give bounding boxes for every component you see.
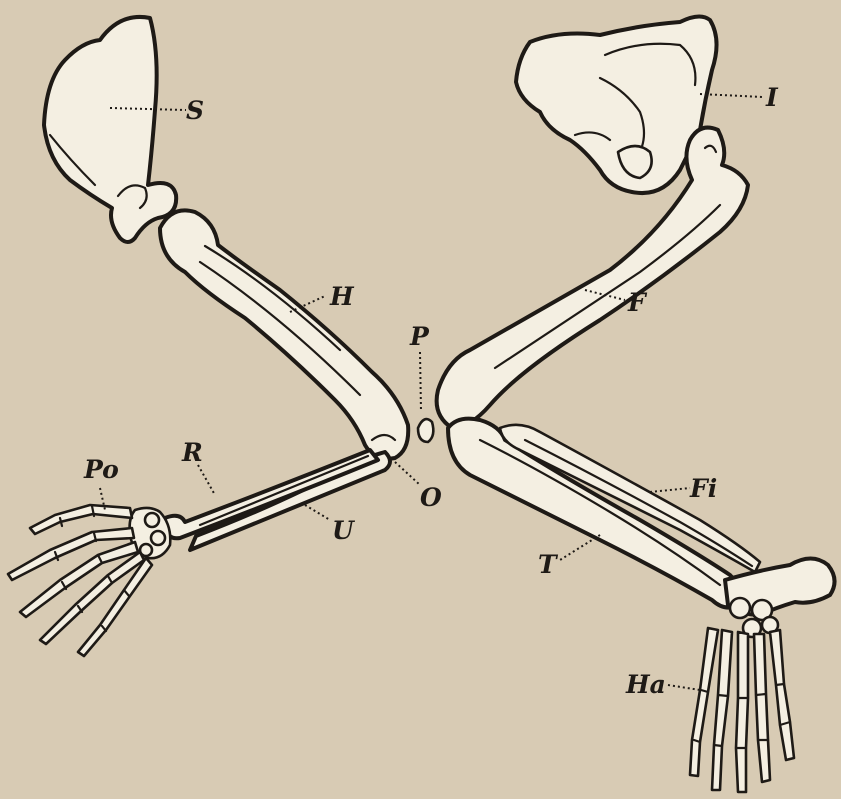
label-tibia: T bbox=[538, 552, 557, 577]
forelimb-hand bbox=[8, 505, 170, 656]
label-olecranon: O bbox=[420, 485, 442, 510]
label-fibula: Fi bbox=[690, 476, 717, 501]
femur bbox=[437, 128, 748, 428]
tibia bbox=[448, 419, 740, 608]
label-ulna: U bbox=[332, 518, 354, 543]
label-patella: P bbox=[410, 324, 429, 349]
patella bbox=[418, 419, 433, 442]
label-pollex: Po bbox=[84, 457, 119, 482]
label-ilium: I bbox=[766, 85, 778, 110]
label-hallux: Ha bbox=[626, 672, 666, 697]
label-femur: F bbox=[628, 290, 646, 315]
label-radius: R bbox=[182, 440, 203, 465]
label-scapula: S bbox=[186, 98, 204, 123]
humerus bbox=[160, 210, 408, 458]
scapula bbox=[44, 17, 176, 242]
label-humerus: H bbox=[330, 284, 354, 309]
